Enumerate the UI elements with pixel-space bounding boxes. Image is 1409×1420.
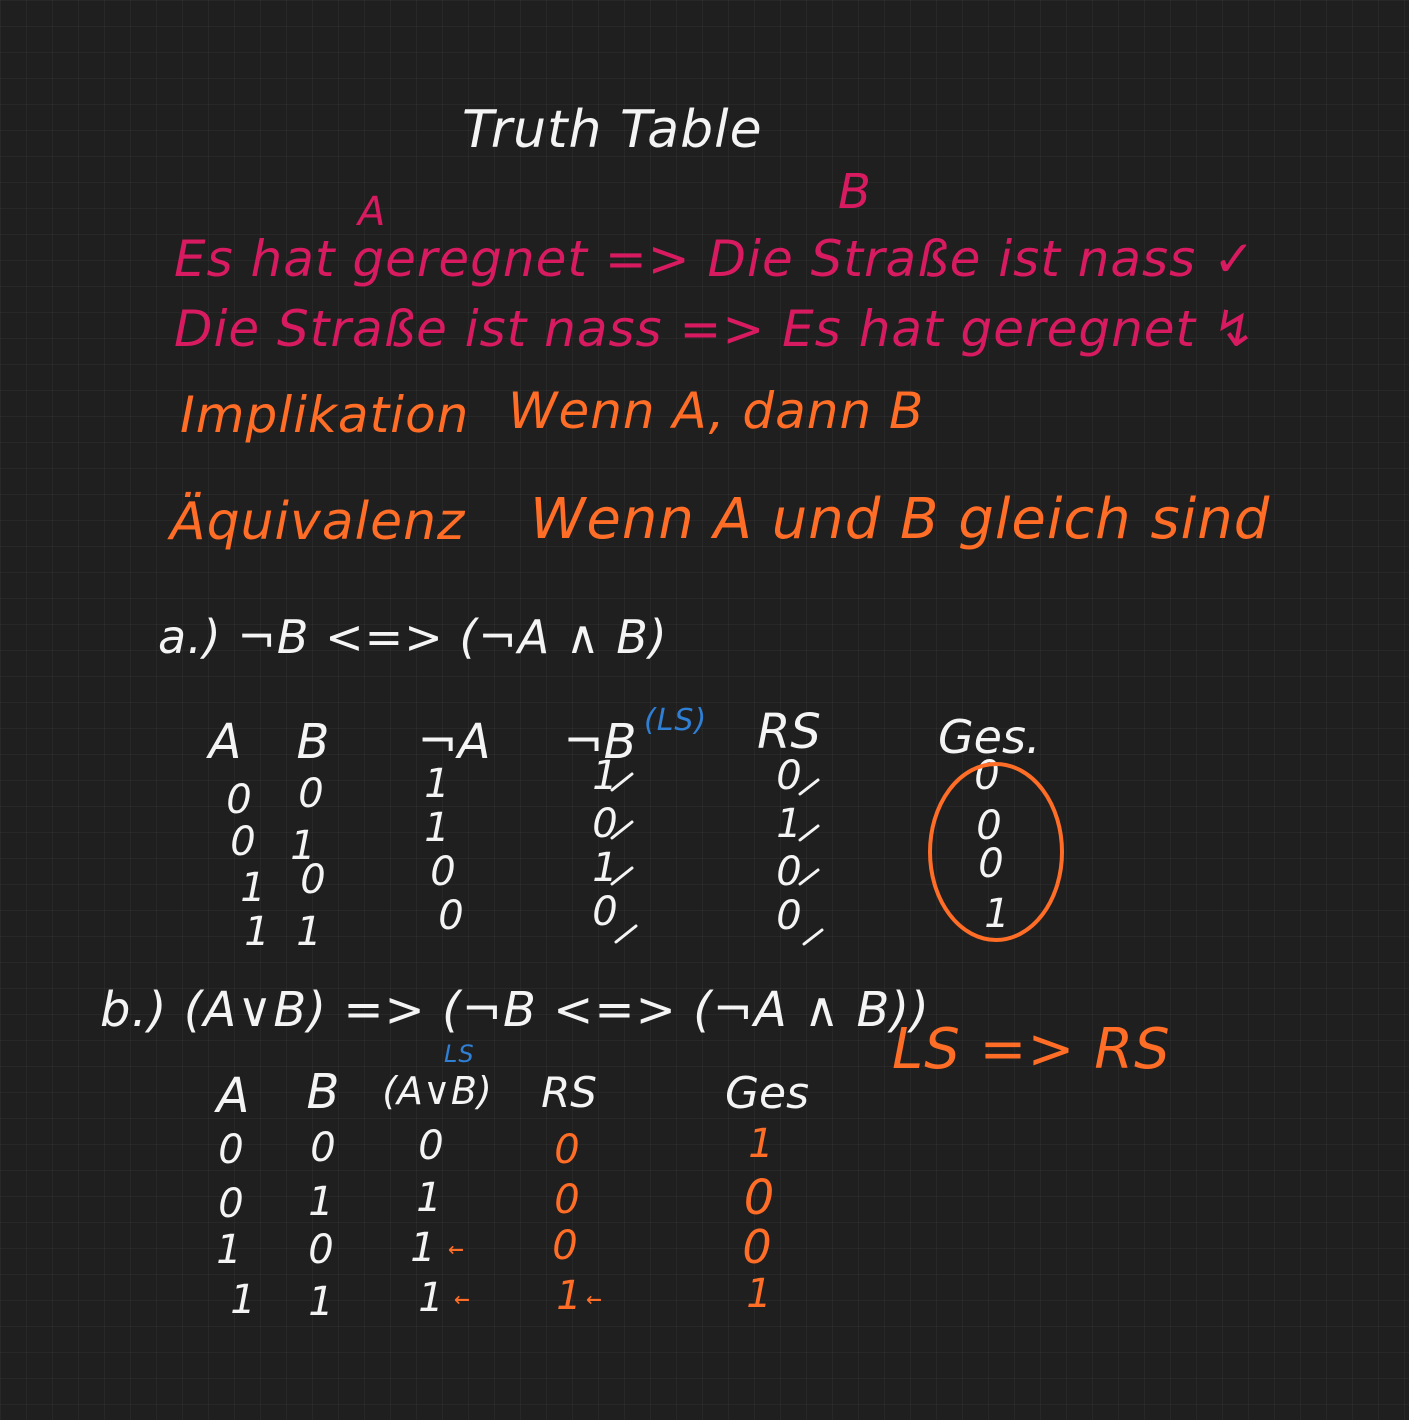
part-a-expression: a.) ¬B <=> (¬A ∧ B)	[158, 610, 668, 664]
label-b: B	[838, 164, 872, 220]
tick-mark	[798, 778, 820, 796]
part-b-r1-rs: 0	[554, 1127, 580, 1173]
ges-result-circle	[928, 762, 1064, 942]
part-b-r4-ges: 1	[746, 1271, 772, 1317]
part-a-r4-not-b: 0	[592, 889, 618, 935]
part-b-note: LS => RS	[892, 1017, 1171, 1082]
part-b-header-b: B	[306, 1064, 340, 1120]
aequivalenz-meaning: Wenn A und B gleich sind	[530, 487, 1271, 552]
part-b-r2-a: 0	[218, 1181, 244, 1227]
tick-mark	[798, 824, 820, 842]
part-b-r3-ges: 0	[742, 1220, 772, 1274]
part-a-r3-not-a: 0	[430, 849, 456, 895]
part-a-header-a: A	[208, 714, 242, 770]
part-b-header-a-or-b: (A∨B)	[382, 1069, 492, 1113]
page-title: Truth Table	[462, 100, 763, 160]
part-b-r1-b: 0	[310, 1125, 336, 1171]
part-b-r4-rs-arrow: ←	[586, 1284, 603, 1314]
part-b-r1-ges: 1	[748, 1121, 774, 1167]
part-a-r2-not-a: 1	[424, 805, 450, 851]
label-a: A	[358, 189, 387, 235]
part-b-r2-rs: 0	[554, 1177, 580, 1223]
part-a-r3-ges: 0	[978, 841, 1004, 887]
part-b-ls-note: LS	[444, 1040, 475, 1068]
part-b-r4-a-or-b: 1	[418, 1275, 444, 1321]
part-a-r3-rs: 0	[776, 849, 802, 895]
part-b-r4-a: 1	[230, 1277, 256, 1323]
part-a-header-not-b: ¬B	[563, 714, 637, 770]
part-b-header-ges: Ges	[724, 1068, 810, 1119]
part-a-r4-rs: 0	[776, 893, 802, 939]
part-b-header-a: A	[216, 1068, 250, 1124]
implikation-meaning: Wenn A, dann B	[508, 382, 925, 440]
part-a-r3-a: 1	[240, 865, 266, 911]
part-b-r2-b: 1	[308, 1179, 334, 1225]
aequivalenz-term: Äquivalenz	[170, 492, 466, 552]
part-b-r4-rs: 1	[556, 1273, 582, 1319]
part-a-r2-rs: 1	[776, 801, 802, 847]
part-a-r4-a: 1	[244, 909, 270, 955]
part-b-r2-ges: 0	[743, 1170, 775, 1226]
part-b-r3-rs: 0	[552, 1223, 578, 1269]
part-a-r1-rs: 0	[776, 753, 802, 799]
tick-mark	[610, 820, 634, 840]
tick-mark	[802, 928, 824, 946]
part-a-header-not-a: ¬A	[417, 714, 491, 770]
part-a-ls-note: (LS)	[644, 703, 708, 738]
part-a-r4-not-a: 0	[438, 893, 464, 939]
part-b-r3-a: 1	[216, 1227, 242, 1273]
part-a-r1-b: 0	[298, 771, 324, 817]
part-a-r1-a: 0	[226, 777, 252, 823]
sentence-implication-invalid: Die Straße ist nass => Es hat geregnet ↯	[174, 300, 1256, 358]
tick-mark	[614, 924, 638, 944]
part-a-r3-b: 0	[300, 857, 326, 903]
tick-mark	[610, 866, 634, 886]
part-b-r1-a-or-b: 0	[418, 1123, 444, 1169]
part-b-r4-b: 1	[308, 1279, 334, 1325]
part-b-r1-a: 0	[218, 1127, 244, 1173]
part-a-r2-a: 0	[230, 819, 256, 865]
implikation-term: Implikation	[180, 386, 470, 444]
part-b-r3-arrow: ←	[448, 1234, 465, 1264]
part-b-r4-arrow: ←	[454, 1284, 471, 1314]
part-a-r2-b: 1	[290, 823, 316, 869]
part-b-r3-b: 0	[308, 1227, 334, 1273]
part-a-r4-ges: 1	[984, 891, 1010, 937]
part-a-r1-not-a: 1	[424, 761, 450, 807]
part-a-r4-b: 1	[296, 909, 322, 955]
part-b-r2-a-or-b: 1	[416, 1175, 442, 1221]
part-a-header-ges: Ges.	[938, 710, 1041, 764]
part-a-header-rs: RS	[757, 704, 821, 760]
tick-mark	[798, 868, 820, 886]
part-b-r3-a-or-b: 1	[410, 1225, 436, 1271]
part-b-header-rs: RS	[541, 1068, 597, 1117]
sentence-implication-valid: Es hat geregnet => Die Straße ist nass ✓	[174, 230, 1256, 288]
part-a-header-b: B	[296, 714, 330, 770]
part-b-expression: b.) (A∨B) => (¬B <=> (¬A ∧ B))	[100, 982, 930, 1038]
part-a-r2-ges: 0	[976, 803, 1002, 849]
tick-mark	[610, 772, 634, 792]
